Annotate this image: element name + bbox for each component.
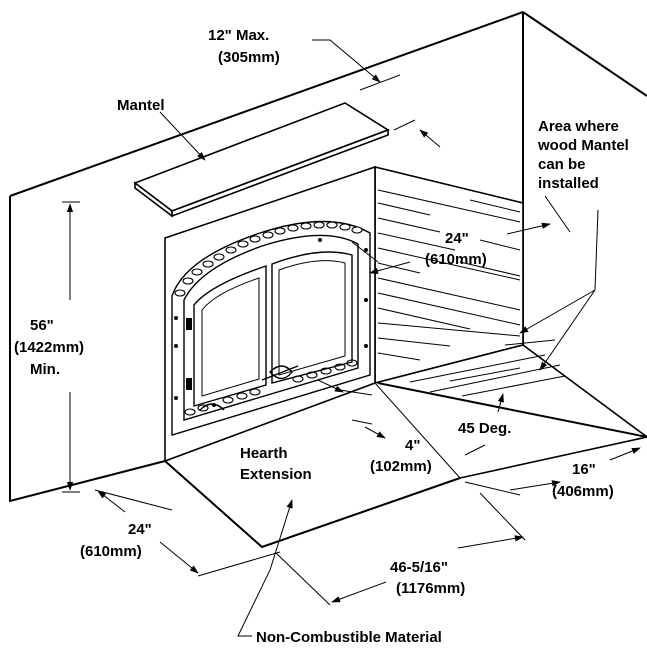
side-hearth-label-in: 16" <box>572 461 596 478</box>
labels: 12" Max. (305mm) Mantel Area where wood … <box>14 27 629 646</box>
mantel-clearance-label-mm: (305mm) <box>218 49 280 66</box>
height-label-in: 56" <box>30 317 54 334</box>
front-extension-label-in: 4" <box>405 437 420 454</box>
wood-mantel-area-label-3: can be <box>538 156 586 173</box>
mantel-shelf <box>133 102 390 218</box>
mantel-label: Mantel <box>117 97 165 114</box>
non-combustible-material-label: Non-Combustible Material <box>256 629 442 646</box>
wood-mantel-area-label-2: wood Mantel <box>537 137 629 154</box>
surround-panel <box>374 165 524 385</box>
mantel-clearance-label-in: 12" Max. <box>208 27 269 44</box>
left-hearth-label-mm: (610mm) <box>80 543 142 560</box>
fireplace-front <box>164 165 376 463</box>
width-label-in: 46-5/16" <box>390 559 448 576</box>
side-hearth-label-mm: (406mm) <box>552 483 614 500</box>
side-wall-label-mm: (610mm) <box>425 251 487 268</box>
hearth-extension-label-1: Hearth <box>240 445 288 462</box>
side-wall-label-in: 24" <box>445 230 469 247</box>
height-label-min: Min. <box>30 361 60 378</box>
angle-label: 45 Deg. <box>458 420 511 437</box>
hearth-extension-label-2: Extension <box>240 466 312 483</box>
left-hearth-label-in: 24" <box>128 521 152 538</box>
dimension-lines <box>62 39 641 637</box>
width-label-mm: (1176mm) <box>396 580 465 597</box>
front-extension-label-mm: (102mm) <box>370 458 432 475</box>
height-label-mm: (1422mm) <box>14 339 84 356</box>
wood-mantel-area-label-4: installed <box>538 175 599 192</box>
wood-mantel-area-label-1: Area where <box>538 118 619 135</box>
